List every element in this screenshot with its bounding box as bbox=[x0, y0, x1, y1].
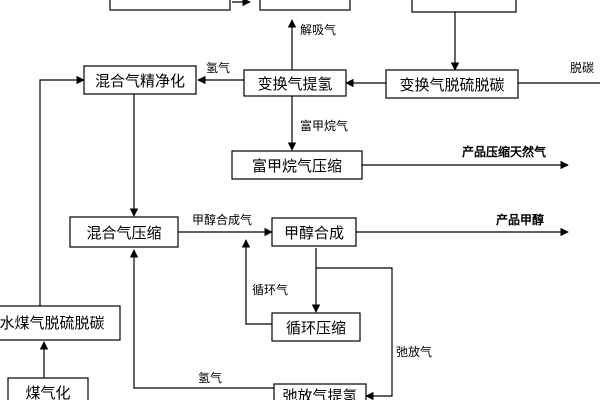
box-methanol-synth-label: 甲醇合成 bbox=[284, 224, 344, 242]
label-methanol-gas: 甲醇合成气 bbox=[192, 212, 252, 227]
box-water-gas-desulf-label: 水煤气脱硫脱碳 bbox=[0, 314, 105, 332]
box-mix-compress: 混合气压缩 bbox=[69, 216, 179, 248]
box-methanol-synth: 甲醇合成 bbox=[271, 217, 357, 247]
box-shift-h2: 变换气提氢 bbox=[243, 69, 347, 97]
box-ch4-compress-label: 富甲烷气压缩 bbox=[252, 157, 342, 175]
box-recycle-compress-label: 循环压缩 bbox=[286, 319, 346, 337]
box-top-mid bbox=[259, 0, 351, 11]
edge-recycle-gas bbox=[241, 239, 272, 325]
box-purge-h2: 弛放气提氢 bbox=[273, 383, 367, 400]
box-ch4-compress: 富甲烷气压缩 bbox=[231, 150, 363, 180]
label-purge-gas: 弛放气 bbox=[396, 344, 432, 359]
label-product-lng: 产品压缩天然气 bbox=[462, 144, 546, 159]
label-hydrogen-bottom: 氢气 bbox=[198, 370, 222, 385]
box-shift-desulf: 变换气脱硫脱碳 bbox=[385, 69, 519, 99]
label-desorb-gas: 解吸气 bbox=[300, 22, 336, 37]
box-coal-gasify-label: 煤气化 bbox=[25, 384, 70, 400]
box-mix-purify-label: 混合气精净化 bbox=[95, 72, 185, 90]
box-mix-purify: 混合气精净化 bbox=[83, 65, 197, 95]
label-hydrogen-top: 氢气 bbox=[206, 60, 230, 75]
label-recycle-gas: 循环气 bbox=[252, 282, 288, 297]
box-coal-gasify: 煤气化 bbox=[7, 377, 89, 400]
box-mix-compress-label: 混合气压缩 bbox=[86, 224, 161, 242]
edge-purge-gas bbox=[316, 267, 393, 400]
box-top-right bbox=[411, 0, 517, 13]
box-shift-h2-label: 变换气提氢 bbox=[257, 75, 332, 93]
box-purge-h2-label: 弛放气提氢 bbox=[282, 387, 357, 400]
edge-hydrogen-back bbox=[129, 249, 274, 389]
box-water-gas-desulf: 水煤气脱硫脱碳 bbox=[0, 305, 121, 341]
label-rich-ch4: 富甲烷气 bbox=[300, 118, 348, 133]
box-recycle-compress: 循环压缩 bbox=[271, 312, 361, 342]
edge-desulf-to-purify bbox=[39, 75, 85, 306]
label-product-methanol: 产品甲醇 bbox=[496, 212, 544, 227]
box-top-left bbox=[109, 0, 231, 11]
box-shift-desulf-label: 变换气脱硫脱碳 bbox=[399, 76, 504, 94]
label-desulf-right: 脱碳 bbox=[570, 60, 594, 75]
